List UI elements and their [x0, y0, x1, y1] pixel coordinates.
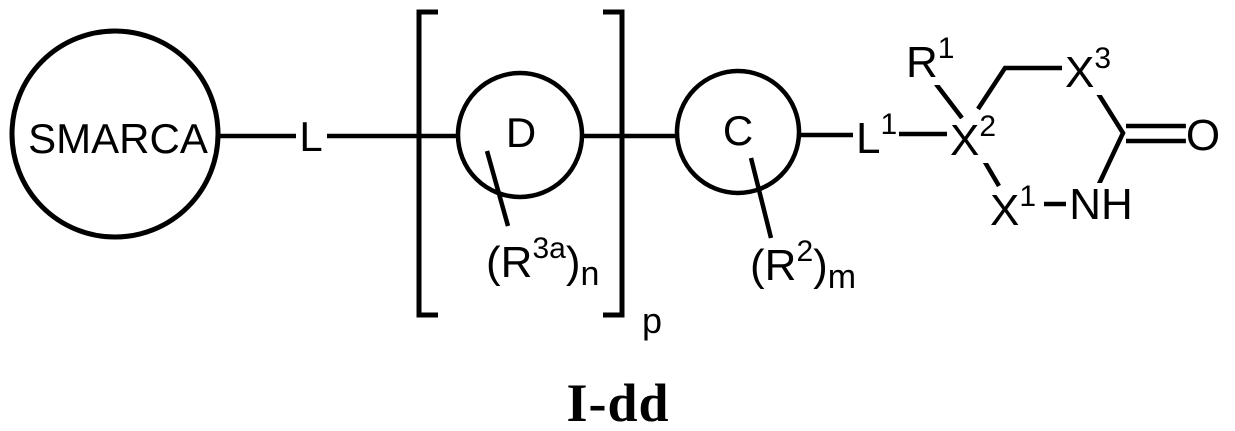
- right-bracket: [603, 9, 625, 318]
- bond-ringd-r3a: [484, 150, 511, 227]
- ring-d-label: D: [505, 109, 537, 156]
- smarca-label: SMARCA: [28, 115, 208, 162]
- bond-x3-carbonyl-nh: [1094, 88, 1126, 185]
- atom-x3-label: X3: [1065, 42, 1112, 97]
- bond-r1-x2: [934, 82, 964, 120]
- figure-caption: I-dd: [566, 373, 670, 431]
- group-r2-label: (R2)m: [750, 235, 857, 296]
- atom-nh-label: NH: [1069, 180, 1133, 229]
- atom-x2-label: X2: [950, 110, 997, 165]
- linker-l1-label: L1: [856, 108, 898, 163]
- linker-l-label: L: [299, 113, 323, 160]
- atom-o-label: O: [1185, 111, 1221, 160]
- left-bracket: [416, 9, 438, 318]
- substituent-r1-label: R1: [906, 32, 955, 87]
- ring-c-label: C: [722, 107, 754, 154]
- group-r3a-label: (R3a)n: [486, 232, 600, 293]
- bond-ringc-r2: [748, 157, 774, 239]
- atom-x1-label: X1: [990, 180, 1037, 235]
- bond-x2-ch2-x3: [976, 65, 1062, 111]
- bracket-repeat-p-label: p: [641, 300, 663, 341]
- ring-c-circle: [674, 68, 802, 196]
